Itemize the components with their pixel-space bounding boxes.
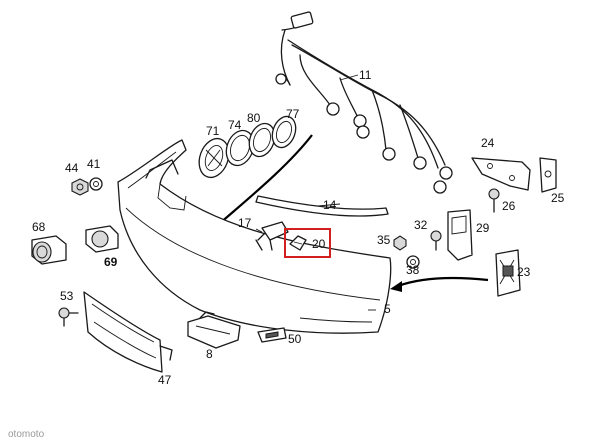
- nut-part-35: [393, 235, 407, 251]
- watermark: otomoto: [8, 429, 45, 440]
- screw-part-53: [58, 307, 79, 327]
- label-part-32: 32: [414, 218, 428, 232]
- label-part-69: 69: [104, 255, 118, 269]
- cover-part-50: [257, 327, 287, 343]
- wiring-harness-part-11: [275, 11, 453, 194]
- sensor-ring-part-77: [271, 115, 297, 149]
- nut-part-44: [71, 178, 89, 196]
- sensor-ring-part-80: [248, 122, 276, 158]
- label-part-53: 53: [60, 289, 74, 303]
- side-bracket-part-23: [495, 249, 521, 297]
- label-part-14: 14: [323, 198, 337, 212]
- connector-part-69: [85, 225, 119, 253]
- bumper-cover-part-5: [117, 139, 392, 334]
- washer-part-38: [406, 255, 420, 269]
- arrow-from-side-bracket: [390, 276, 489, 292]
- label-part-24: 24: [481, 136, 495, 150]
- reflector-part-8: [187, 311, 241, 349]
- label-part-11: 11: [359, 68, 372, 82]
- label-part-80: 80: [247, 111, 261, 125]
- label-part-47: 47: [158, 373, 172, 387]
- bracket-part-29: [447, 209, 473, 261]
- mount-bracket-part-24: [471, 157, 531, 191]
- label-part-71: 71: [206, 124, 220, 138]
- clip-part-20: [289, 235, 307, 251]
- label-part-74: 74: [228, 118, 242, 132]
- label-part-5: 5: [384, 302, 391, 316]
- label-part-29: 29: [476, 221, 490, 235]
- bracket-part-17: [255, 221, 289, 251]
- label-part-25: 25: [551, 191, 565, 205]
- license-plate-bracket-part-47: [83, 291, 173, 373]
- label-part-17: 17: [238, 216, 252, 230]
- screw-part-26: [488, 188, 500, 213]
- screw-part-32: [430, 230, 442, 251]
- washer-part-41: [89, 177, 103, 191]
- sensor-ring-part-71: [198, 137, 230, 179]
- part-20-highlight-box: [284, 228, 331, 258]
- label-part-20: 20: [312, 237, 326, 251]
- label-part-44: 44: [65, 161, 79, 175]
- label-part-8: 8: [206, 347, 213, 361]
- clip-part-25: [539, 157, 557, 193]
- label-part-50: 50: [288, 332, 302, 346]
- label-part-68: 68: [32, 220, 46, 234]
- trim-strip-part-14: [255, 195, 389, 217]
- connector-part-68: [31, 235, 67, 265]
- label-part-26: 26: [502, 199, 516, 213]
- label-part-35: 35: [377, 233, 391, 247]
- leader-lines: [255, 74, 376, 311]
- label-part-23: 23: [517, 265, 531, 279]
- label-part-41: 41: [87, 157, 101, 171]
- label-part-38: 38: [406, 263, 420, 277]
- label-part-77: 77: [286, 107, 300, 121]
